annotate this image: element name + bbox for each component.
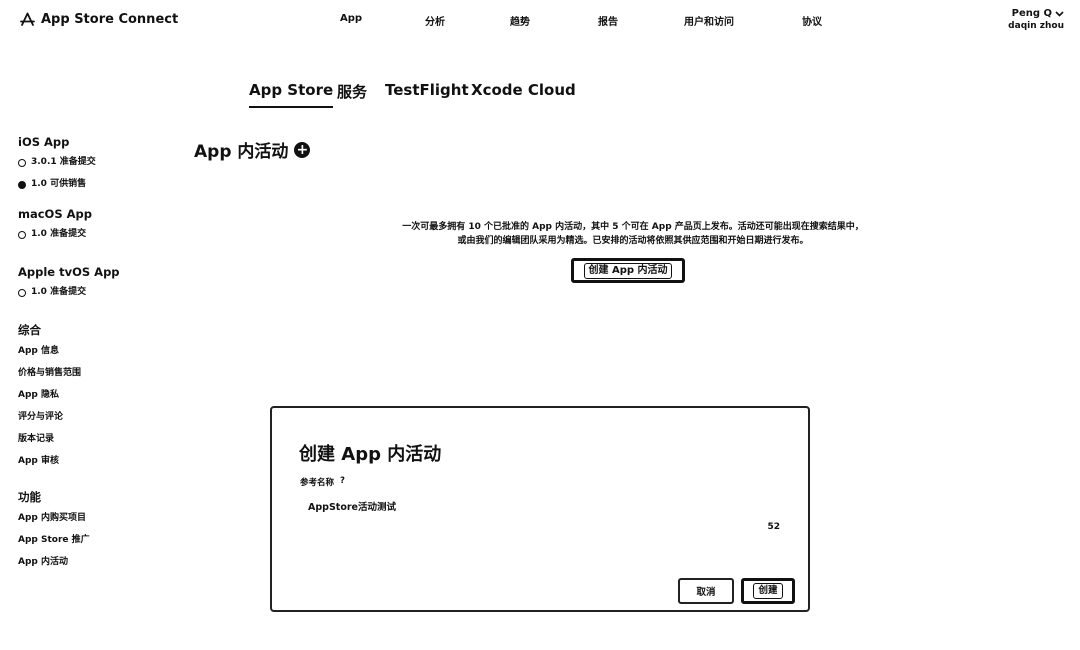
sidebar-heading-macos: macOS App	[18, 207, 92, 221]
status-outline-icon	[18, 158, 26, 167]
help-icon[interactable]: ?	[340, 476, 345, 486]
sidebar-item-in-app-purchases[interactable]: App 内购买项目	[18, 513, 86, 523]
sidebar-item-ios-version-2[interactable]: 1.0 可供销售	[18, 178, 168, 191]
top-bar: App Store Connect App 分析 趋势 报告 用户和访问 协议 …	[0, 0, 1080, 40]
sidebar-item-label: 1.0 可供销售	[31, 179, 87, 189]
sidebar-heading-features: 功能	[18, 490, 41, 504]
nav-analytics[interactable]: 分析	[425, 17, 445, 28]
app-store-logo-icon	[20, 12, 35, 26]
sidebar-item-ios-version-1[interactable]: 3.0.1 准备提交	[18, 156, 168, 169]
account-menu[interactable]: Peng Q daqin zhou	[1008, 8, 1064, 32]
tab-xcode-cloud[interactable]: Xcode Cloud	[471, 81, 576, 99]
cancel-button[interactable]: 取消	[678, 578, 734, 604]
sidebar-heading-general: 综合	[18, 323, 41, 337]
status-outline-icon	[18, 230, 26, 239]
tab-testflight[interactable]: TestFlight	[385, 81, 469, 99]
brand[interactable]: App Store Connect	[20, 10, 178, 28]
sidebar: iOS App 3.0.1 准备提交 1.0 可供销售 macOS App 1.…	[18, 134, 168, 569]
sidebar-heading-tvos: Apple tvOS App	[18, 265, 120, 279]
add-icon[interactable]: +	[294, 141, 311, 158]
nav-trends[interactable]: 趋势	[510, 17, 530, 28]
tab-app-store[interactable]: App Store	[249, 81, 334, 108]
sidebar-item-app-info[interactable]: App 信息	[18, 346, 59, 356]
sidebar-item-ratings[interactable]: 评分与评论	[18, 412, 64, 422]
nav-app[interactable]: App	[340, 13, 363, 24]
sidebar-item-macos-version[interactable]: 1.0 准备提交	[18, 228, 168, 241]
sidebar-item-app-review[interactable]: App 审核	[18, 456, 59, 466]
empty-state-description: 一次可最多拥有 10 个已批准的 App 内活动，其中 5 个可在 App 产品…	[402, 222, 864, 246]
create-button[interactable]: 创建	[741, 578, 795, 604]
status-filled-icon	[18, 180, 26, 189]
sidebar-item-label: 3.0.1 准备提交	[31, 157, 96, 167]
chevron-down-icon	[1055, 11, 1064, 17]
sidebar-item-label: 1.0 准备提交	[31, 287, 87, 297]
brand-name: App Store Connect	[41, 11, 179, 27]
reference-name-input[interactable]	[302, 496, 782, 516]
sidebar-item-tvos-version[interactable]: 1.0 准备提交	[18, 286, 168, 299]
sidebar-item-label: 1.0 准备提交	[31, 229, 87, 239]
account-org: daqin zhou	[1008, 21, 1064, 31]
sidebar-item-privacy[interactable]: App 隐私	[18, 390, 59, 400]
sidebar-item-version-history[interactable]: 版本记录	[18, 434, 55, 444]
page-title: App 内活动 +	[194, 137, 311, 162]
dialog-title: 创建 App 内活动	[299, 444, 442, 465]
sidebar-item-pricing[interactable]: 价格与销售范围	[18, 368, 82, 378]
status-outline-icon	[18, 288, 26, 297]
reference-name-label-text: 参考名称	[300, 478, 335, 488]
character-count: 52	[767, 522, 780, 532]
create-in-app-event-button[interactable]: 创建 App 内活动	[571, 258, 685, 283]
sidebar-item-in-app-events[interactable]: App 内活动	[18, 557, 68, 567]
sidebar-heading-ios: iOS App	[18, 135, 70, 149]
nav-users-access[interactable]: 用户和访问	[684, 17, 734, 28]
nav-reports[interactable]: 报告	[598, 17, 618, 28]
account-name: Peng Q	[1011, 8, 1052, 19]
create-in-app-event-label: 创建 App 内活动	[584, 262, 672, 279]
page-title-text: App 内活动	[194, 142, 289, 162]
tab-services[interactable]: 服务	[337, 83, 368, 101]
create-event-dialog: 创建 App 内活动 参考名称 ? 52 取消 创建	[270, 406, 810, 612]
reference-name-label: 参考名称 ?	[300, 476, 345, 488]
create-button-label: 创建	[753, 583, 783, 599]
sidebar-item-promotion[interactable]: App Store 推广	[18, 535, 90, 545]
nav-agreements[interactable]: 协议	[802, 17, 822, 28]
